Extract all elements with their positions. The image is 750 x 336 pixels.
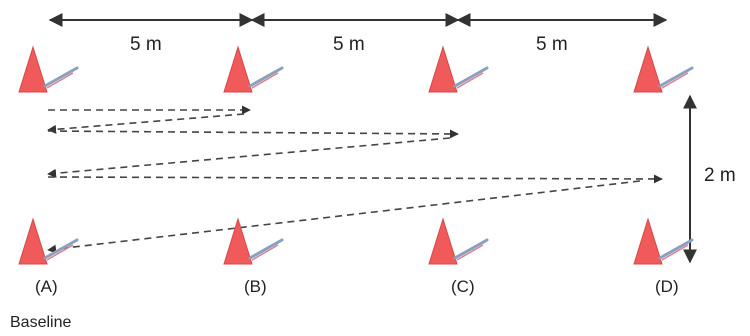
cone-top-b xyxy=(223,45,284,93)
cone-bottom-d xyxy=(633,217,694,265)
run-path xyxy=(47,105,663,254)
cone-top-d xyxy=(633,45,694,93)
point-label-c: (C) xyxy=(451,277,475,296)
distance-label-width: 2 m xyxy=(704,165,736,186)
run-leg-3 xyxy=(47,129,459,139)
run-leg-5 xyxy=(47,174,663,184)
run-leg-2 xyxy=(47,113,245,134)
distance-label-b-c: 5 m xyxy=(333,34,365,55)
cone-bottom-c xyxy=(428,217,489,265)
cone-bottom-b xyxy=(223,217,284,265)
distance-label-c-d: 5 m xyxy=(536,34,568,55)
point-label-b: (B) xyxy=(244,277,267,296)
baseline-label: Baseline xyxy=(10,314,72,331)
cone-top-a xyxy=(18,45,79,93)
distance-label-a-b: 5 m xyxy=(130,34,162,55)
run-leg-6 xyxy=(47,180,641,254)
cone-top-c xyxy=(428,45,489,93)
point-label-d: (D) xyxy=(655,277,679,296)
cone-bottom-a xyxy=(18,217,79,265)
run-leg-4 xyxy=(47,137,451,178)
point-label-a: (A) xyxy=(35,277,58,296)
